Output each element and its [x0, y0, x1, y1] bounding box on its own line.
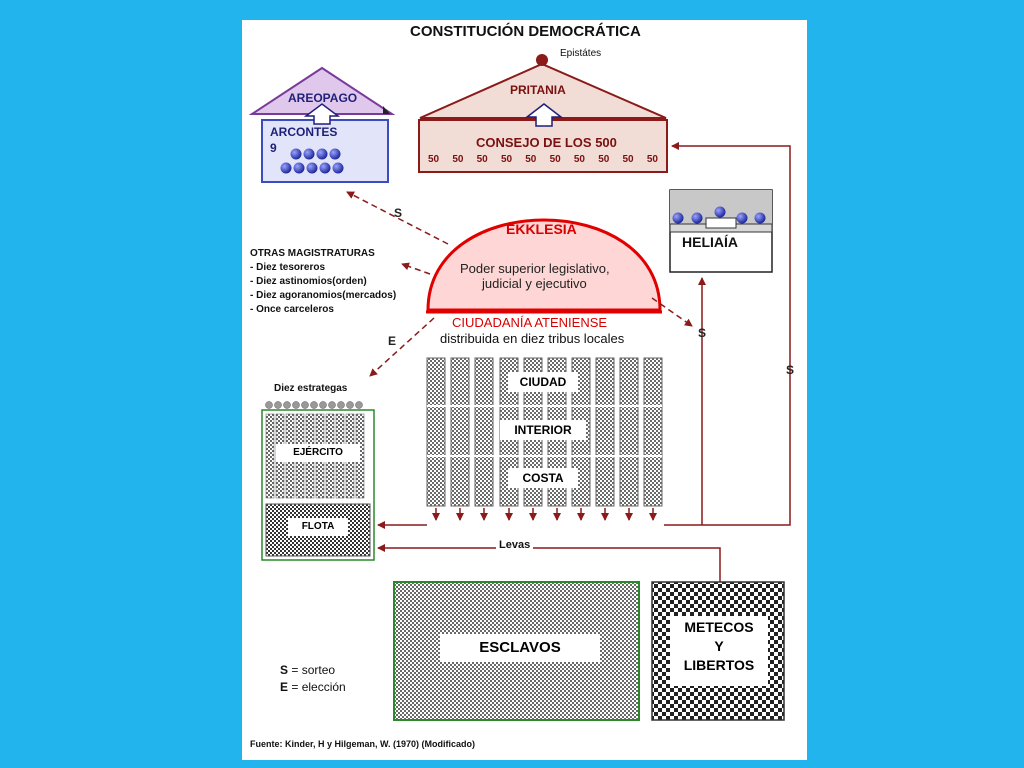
consejo-value: 50 — [646, 154, 658, 165]
otras-title: OTRAS MAGISTRATURAS — [250, 248, 375, 259]
estrategas-label: Diez estrategas — [274, 383, 348, 394]
consejo-value: 50 — [500, 154, 513, 165]
consejo-value: 50 — [525, 154, 537, 165]
otras-item: - Diez agoranomios(mercados) — [250, 290, 397, 301]
esclavos-label: ESCLAVOS — [440, 634, 600, 662]
pritania-label: PRITANIA — [510, 83, 566, 97]
consejo-box — [418, 119, 668, 173]
legend-eleccion: E = elección — [280, 681, 346, 693]
epistates-label: Epistátes — [560, 48, 602, 59]
arcontes-label: ARCONTES — [270, 125, 338, 139]
metecos-line: Y — [714, 638, 724, 654]
legend-e-text: = elección — [288, 680, 346, 694]
arrow-ekklesia-heliaia — [651, 297, 693, 327]
estrategas-heads — [265, 401, 363, 409]
arcontes-count: 9 — [270, 141, 277, 155]
region-costa: COSTA — [508, 468, 578, 488]
consejo-value: 50 — [476, 154, 488, 165]
areopago-label: AREOPAGO — [288, 91, 358, 105]
arrow-label-s: S — [394, 206, 403, 220]
consejo-values: 50 50 50 50 50 50 50 50 50 50 — [428, 154, 658, 165]
ekklesia-line2: judicial y ejecutivo — [482, 276, 587, 291]
legend-sorteo: S = sorteo — [280, 664, 335, 676]
ciudadania-title: CIUDADANÍA ATENIENSE — [452, 315, 608, 330]
arrow-consejo-sorteo — [664, 142, 791, 526]
consejo-value: 50 — [452, 154, 464, 165]
region-ciudad: CIUDAD — [508, 372, 578, 392]
otras-item: - Diez tesoreros — [250, 262, 326, 273]
consejo-label: CONSEJO DE LOS 500 — [476, 135, 617, 150]
region-interior: INTERIOR — [500, 420, 586, 440]
consejo-value: 50 — [622, 154, 634, 165]
otras-item: - Diez astinomios(orden) — [250, 276, 367, 287]
arrow-label-s: S — [786, 363, 795, 377]
consejo-value: 50 — [598, 154, 610, 165]
diagram-title: CONSTITUCIÓN DEMOCRÁTICA — [410, 23, 641, 40]
heliaia-judges — [669, 206, 773, 233]
metecos-line: METECOS — [684, 619, 754, 635]
arrow-label-s: S — [698, 326, 707, 340]
arrow-levas — [377, 544, 721, 582]
ekklesia-dome — [426, 218, 662, 312]
heliaia-label: HELIAÍA — [682, 234, 738, 250]
consejo-value: 50 — [573, 154, 585, 165]
legend-s-key: S — [280, 663, 289, 677]
metecos-label-box: METECOS Y LIBERTOS — [670, 616, 768, 686]
arrow-ekklesia-estrategas — [369, 317, 435, 377]
levas-label: Levas — [496, 540, 534, 551]
tribe-down-arrows — [432, 508, 657, 521]
source-caption: Fuente: Kinder, H y Hilgeman, W. (1970) … — [250, 739, 476, 749]
arrow-label-e: E — [388, 334, 397, 348]
ekklesia-line1: Poder superior legislativo, — [460, 261, 610, 276]
epistates-dot — [536, 54, 548, 66]
consejo-value: 50 — [428, 154, 440, 165]
arrow-ekklesia-arcontes — [346, 191, 449, 245]
consejo-value: 50 — [549, 154, 561, 165]
arcontes-balls — [280, 148, 344, 174]
metecos-line: LIBERTOS — [683, 657, 755, 673]
diagram-sheet: CONSTITUCIÓN DEMOCRÁTICA Epistátes AREOP… — [242, 20, 807, 760]
legend-s-text: = sorteo — [288, 663, 336, 677]
ekklesia-title: EKKLESIA — [506, 221, 577, 237]
ejercito-label: EJÉRCITO — [276, 444, 360, 462]
otras-item: - Once carceleros — [250, 304, 334, 315]
flota-label: FLOTA — [288, 518, 348, 536]
legend-e-key: E — [280, 680, 289, 694]
ciudadania-subtitle: distribuida en diez tribus locales — [440, 331, 625, 346]
arrow-ekklesia-magistraturas — [401, 262, 431, 275]
